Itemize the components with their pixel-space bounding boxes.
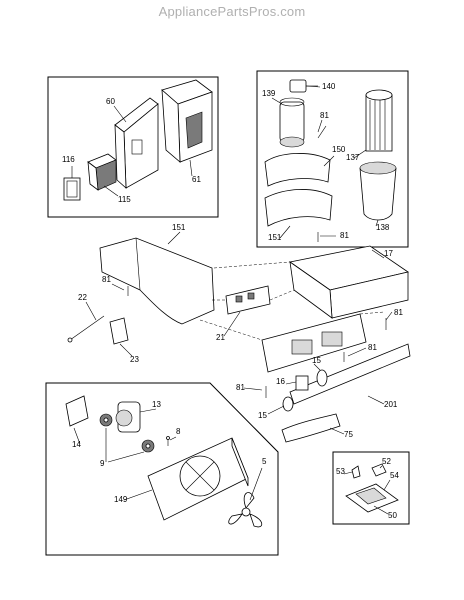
screw-81-top-right[interactable] — [317, 125, 327, 242]
part-151-filter-housing[interactable] — [264, 189, 333, 227]
callout-149: 149 — [114, 495, 128, 504]
callout-81: 81 — [236, 383, 245, 392]
part-13-motor[interactable] — [115, 401, 141, 433]
callout-5: 5 — [262, 457, 267, 466]
callout-9: 9 — [100, 459, 105, 468]
callout-52: 52 — [382, 457, 391, 466]
callout-81: 81 — [394, 308, 403, 317]
callout-13: 13 — [152, 400, 161, 409]
callout-54: 54 — [390, 471, 399, 480]
part-front-bezel[interactable] — [261, 313, 367, 373]
callout-201: 201 — [384, 400, 398, 409]
callout-81: 81 — [368, 343, 377, 352]
part-151-side-panel[interactable] — [99, 237, 215, 325]
part-150-filter-cover[interactable] — [264, 153, 331, 187]
callout-50: 50 — [388, 511, 397, 520]
part-8-screw[interactable] — [166, 436, 170, 447]
callout-60: 60 — [106, 97, 115, 106]
part-5-fan-blade[interactable] — [228, 492, 263, 528]
callout-21: 21 — [216, 333, 225, 342]
callout-139: 139 — [262, 89, 276, 98]
callout-14: 14 — [72, 440, 81, 449]
callout-150: 150 — [332, 145, 346, 154]
part-9-grommet-b[interactable] — [141, 439, 155, 453]
callout-8: 8 — [176, 427, 181, 436]
callout-15: 15 — [258, 411, 267, 420]
callout-115: 115 — [118, 195, 131, 204]
callout-15: 15 — [312, 356, 321, 365]
part-201-trim-strip[interactable] — [289, 343, 411, 405]
part-21-control-panel[interactable] — [225, 285, 271, 315]
part-60-bracket[interactable] — [114, 97, 159, 189]
part-75-deflector[interactable] — [281, 413, 341, 443]
part-22-wire[interactable] — [67, 315, 105, 343]
part-23-clip[interactable] — [109, 317, 129, 345]
callout-17: 17 — [384, 249, 393, 258]
callout-81: 81 — [320, 111, 329, 120]
part-50-tray[interactable] — [345, 483, 399, 513]
callout-53: 53 — [336, 467, 345, 476]
part-14-bracket[interactable] — [65, 395, 89, 427]
part-16-switch[interactable] — [295, 375, 309, 391]
part-137-filter-cartridge[interactable] — [365, 89, 393, 152]
callout-81: 81 — [340, 231, 349, 240]
callout-75: 75 — [344, 430, 353, 439]
assembly-leader-lines — [199, 261, 385, 341]
part-9-grommet-a[interactable] — [99, 413, 113, 427]
part-52-plate[interactable] — [371, 463, 387, 477]
part-53-clip[interactable] — [351, 465, 361, 479]
part-15-lamp-a[interactable] — [316, 369, 328, 387]
part-15-lamp-b[interactable] — [282, 396, 294, 412]
watermark-text: AppliancePartsPros.com — [158, 4, 306, 19]
callout-140: 140 — [322, 82, 336, 91]
callout-81: 81 — [102, 275, 111, 284]
callout-151: 151 — [172, 223, 186, 232]
callout-61: 61 — [192, 175, 201, 184]
callout-23: 23 — [130, 355, 139, 364]
part-138-filter-bowl[interactable] — [359, 161, 397, 221]
part-149-fan-shroud[interactable] — [147, 437, 249, 521]
part-139-filter-head[interactable] — [279, 97, 305, 148]
part-61-housing[interactable] — [161, 79, 213, 163]
inset-box-bottom-left — [45, 382, 279, 556]
callout-16: 16 — [276, 377, 285, 386]
callout-151: 151 — [268, 233, 282, 242]
part-115-module[interactable] — [87, 153, 117, 191]
callout-116: 116 — [62, 155, 75, 164]
callout-22: 22 — [78, 293, 87, 302]
callout-137: 137 — [346, 153, 360, 162]
callout-138: 138 — [376, 223, 390, 232]
part-17-dispenser-housing[interactable] — [289, 245, 409, 319]
part-116-plate[interactable] — [63, 177, 81, 201]
